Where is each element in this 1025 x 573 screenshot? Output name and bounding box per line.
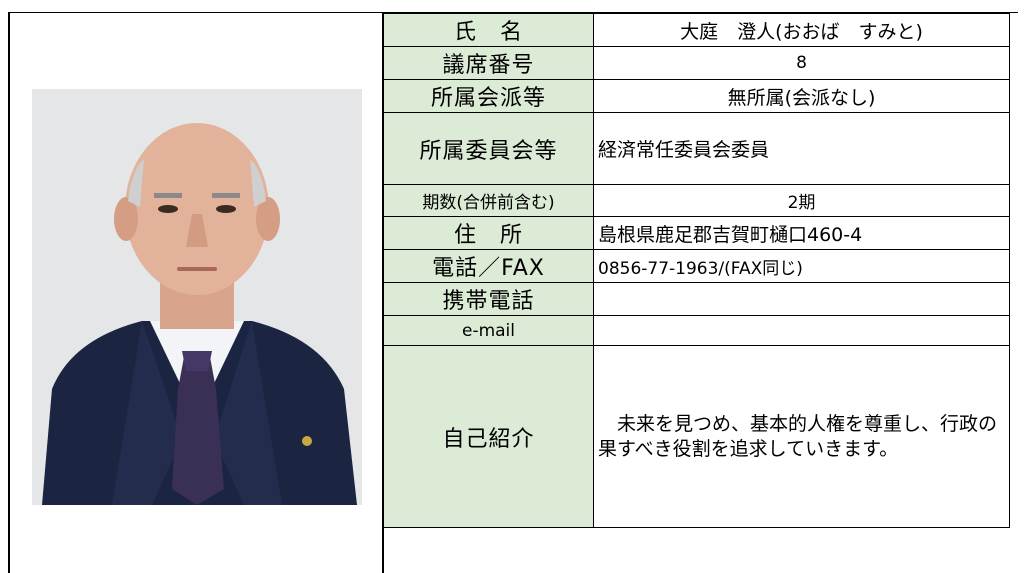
committee-value: 経済常任委員会委員 [593,112,1010,185]
phone-fax-label: 電話／FAX [383,249,594,283]
phone-fax-value: 0856-77-1963/(FAX同じ) [593,249,1010,283]
table-row: e-mail [383,315,1010,346]
self-intro-label: 自己紹介 [383,345,594,528]
table-row: 氏 名 大庭 澄人(おおば すみと) [383,13,1010,47]
table-row: 議席番号 8 [383,46,1010,80]
email-label: e-mail [383,315,594,346]
table-row: 携帯電話 [383,282,1010,316]
address-label: 住 所 [383,216,594,250]
faction-value: 無所属(会派なし) [593,79,1010,113]
terms-label: 期数(合併前含む) [383,184,594,217]
profile-table: 氏 名 大庭 澄人(おおば すみと) 議席番号 8 所属会派等 無所属(会派なし… [383,13,1010,528]
top-border [8,12,1018,13]
table-row: 電話／FAX 0856-77-1963/(FAX同じ) [383,249,1010,283]
table-row: 所属委員会等 経済常任委員会委員 [383,112,1010,185]
table-row: 所属会派等 無所属(会派なし) [383,79,1010,113]
left-border [8,12,10,573]
committee-label: 所属委員会等 [383,112,594,185]
email-value [593,315,1010,346]
address-value: 島根県鹿足郡吉賀町樋口460-4 [593,216,1010,250]
table-row: 期数(合併前含む) 2期 [383,184,1010,217]
self-intro-value: 未来を見つめ、基本的人権を尊重し、行政の果すべき役割を追求していきます。 [593,345,1010,528]
table-row: 自己紹介 未来を見つめ、基本的人権を尊重し、行政の果すべき役割を追求していきます… [383,345,1010,528]
mobile-phone-label: 携帯電話 [383,282,594,316]
seat-number-label: 議席番号 [383,46,594,80]
mobile-phone-value [593,282,1010,316]
table-row: 住 所 島根県鹿足郡吉賀町樋口460-4 [383,216,1010,250]
councillor-photo [32,89,362,505]
faction-label: 所属会派等 [383,79,594,113]
portrait-image [32,89,362,505]
name-label: 氏 名 [383,13,594,47]
seat-number-value: 8 [593,46,1010,80]
name-value: 大庭 澄人(おおば すみと) [593,13,1010,47]
terms-value: 2期 [593,184,1010,217]
